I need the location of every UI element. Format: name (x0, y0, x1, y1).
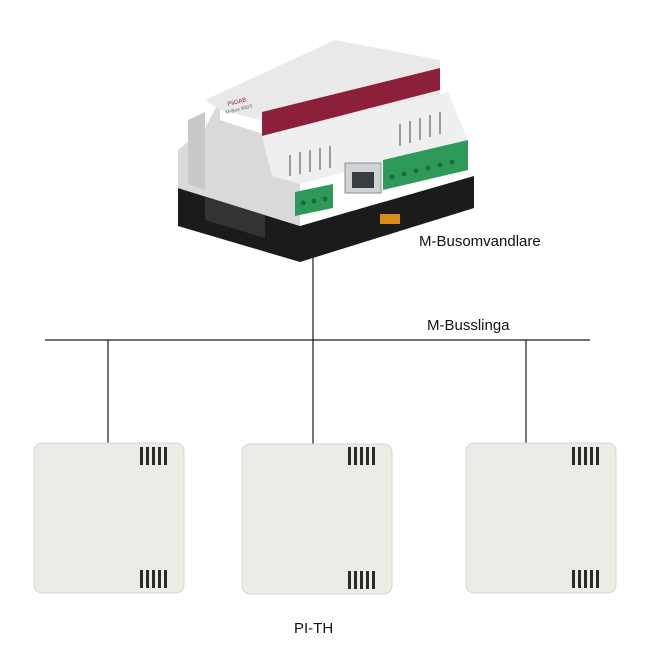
device-left-side (178, 100, 300, 226)
sensor-body (241, 443, 393, 595)
sensor-vent-top (348, 447, 375, 465)
ethernet-port-opening (352, 172, 374, 188)
terminal-screws (300, 159, 455, 206)
sensor-left (33, 442, 185, 594)
sensor-vent-bottom (140, 570, 167, 588)
device-base (178, 176, 474, 262)
bus-label: M-Busslinga (427, 317, 510, 334)
converter-label: M-Busomvandlare (419, 233, 541, 250)
sensor-middle (241, 443, 393, 595)
bus-wiring (45, 258, 590, 444)
device-left-rail (188, 112, 205, 190)
device-red-band (262, 68, 440, 136)
terminal-block-right (383, 140, 468, 190)
sensor-vent-bottom (348, 571, 375, 589)
sensor-body (465, 442, 617, 594)
mbus-converter-device: PiiGAB M-Bus 900S (178, 40, 474, 262)
sensor-body (33, 442, 185, 594)
sensor-right (465, 442, 617, 594)
device-top-face (205, 40, 440, 130)
device-front-panel (262, 92, 468, 184)
sensor-vent-top (140, 447, 167, 465)
din-clip (380, 214, 400, 224)
device-brand-text: PiiGAB (227, 97, 247, 108)
sensor-vent-bottom (572, 570, 599, 588)
sensor-vent-top (572, 447, 599, 465)
sensors-label: PI-TH (294, 620, 334, 637)
device-base-shade (205, 196, 265, 238)
device-vent-slots (289, 112, 441, 176)
